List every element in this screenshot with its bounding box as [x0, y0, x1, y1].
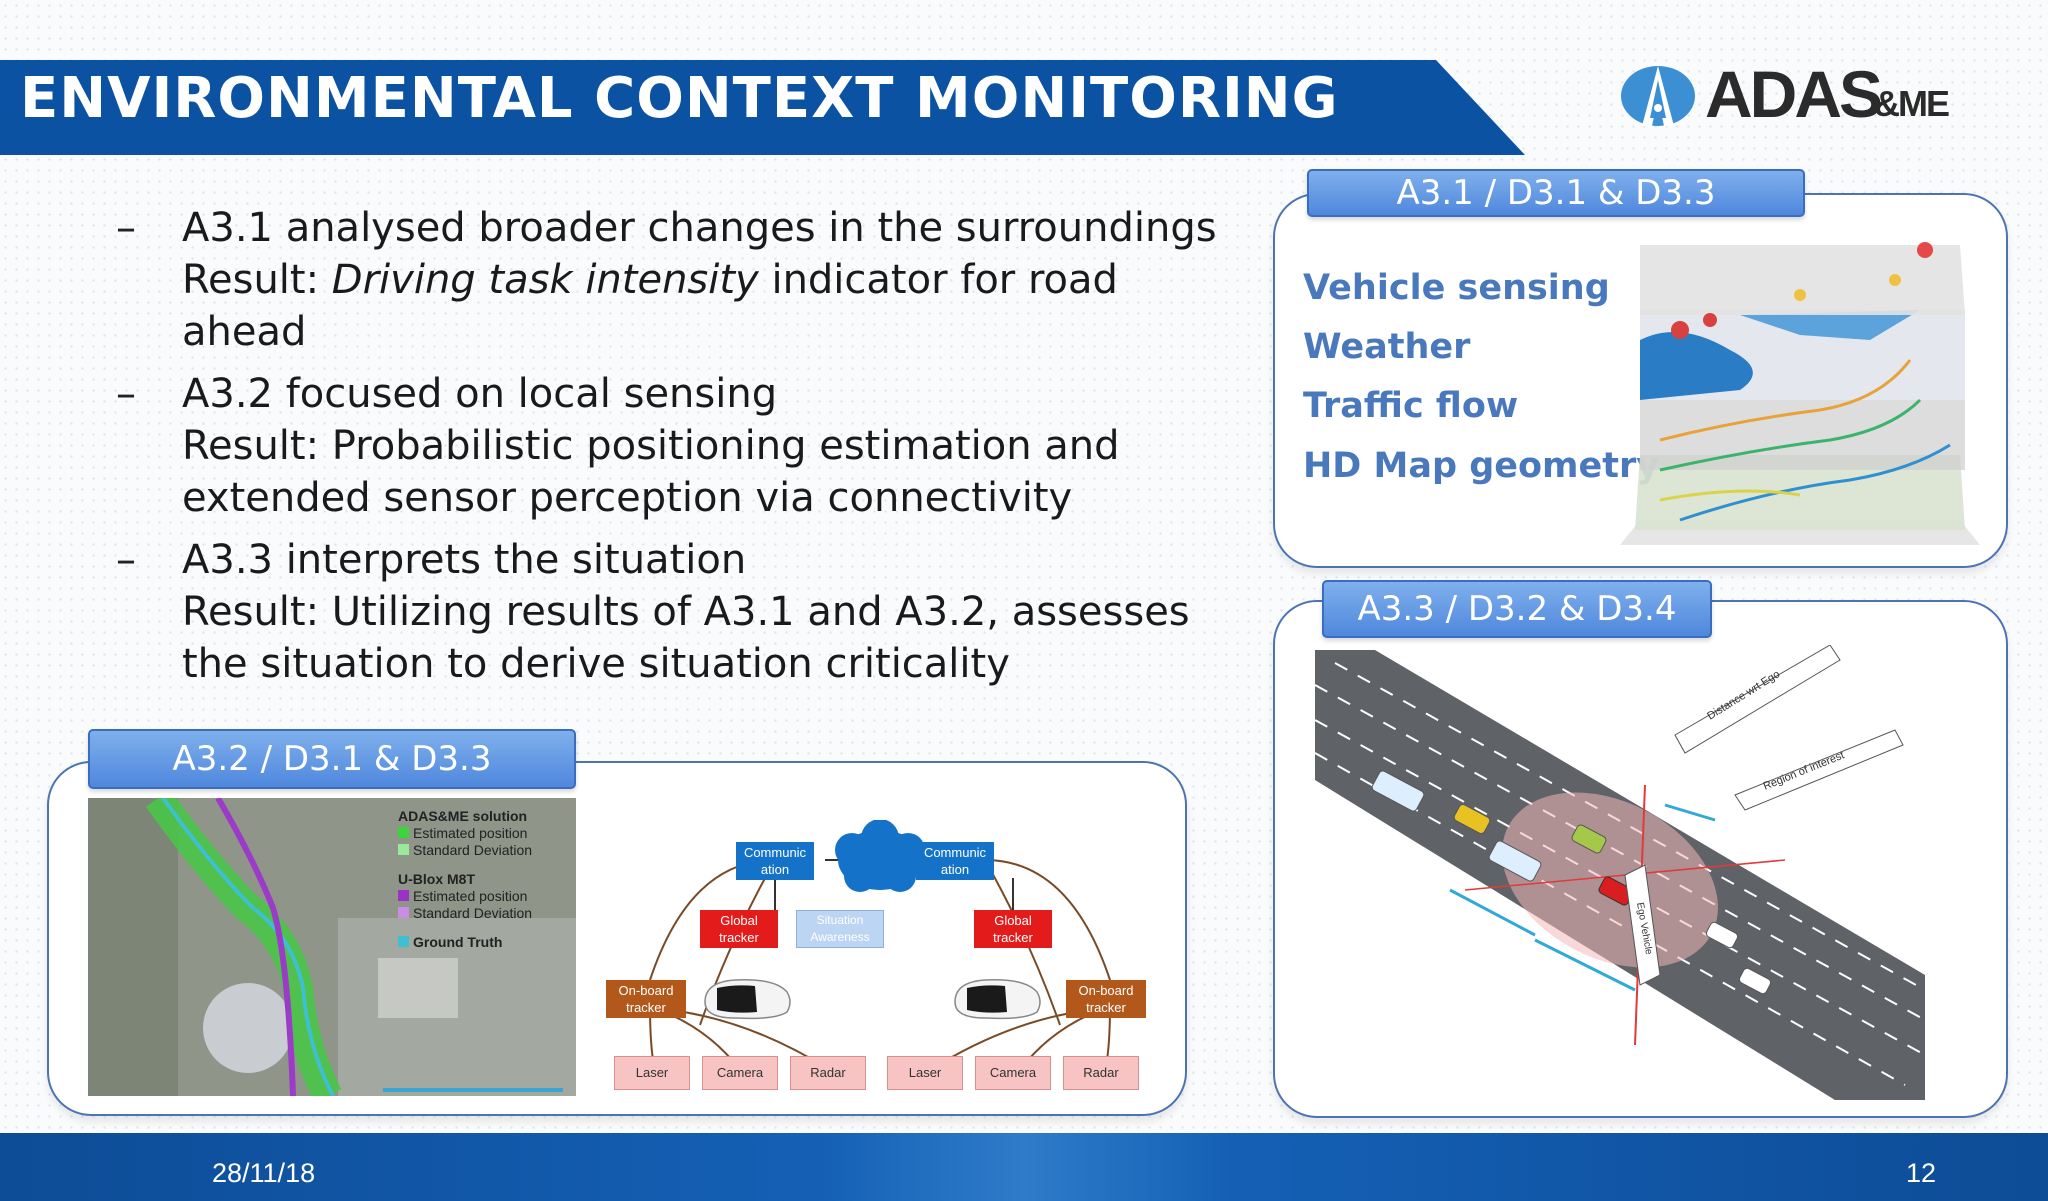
sensor-laser-left: Laser: [614, 1056, 690, 1090]
vehicle-icon: [1738, 967, 1772, 995]
positioning-map: [88, 798, 576, 1096]
communication-node-right: Communic ation: [916, 842, 994, 880]
map-legend: ADAS&ME solution Estimated position Stan…: [398, 808, 576, 951]
bullet-a32: – A3.2 focused on local sensing Result: …: [116, 368, 1216, 524]
sensor-radar-left: Radar: [790, 1056, 866, 1090]
footer-bar: [0, 1133, 2048, 1201]
road-scene-illustration: Distance wrt Ego Region of interest Ego …: [1315, 645, 1926, 1100]
bullet-line: A3.3 interprets the situation: [182, 537, 747, 583]
communication-node-left: Communic ation: [736, 842, 814, 880]
legend-group-title: ADAS&ME solution: [398, 808, 528, 824]
legend-item: Estimated position: [398, 888, 576, 905]
global-tracker-left: Global tracker: [700, 910, 778, 948]
page-number: 12: [1906, 1158, 1937, 1188]
bullet-line: Result: Probabilistic positioning estima…: [182, 423, 1120, 469]
legend-swatch: [398, 844, 409, 855]
legend-item-label: Estimated position: [413, 825, 528, 841]
logo-suffix: &ME: [1874, 83, 1950, 124]
legend-item: Standard Deviation: [398, 842, 576, 859]
layer-vehicle-sensing: Vehicle sensing: [1303, 268, 1610, 308]
bullet-line: the situation to derive situation critic…: [182, 641, 1010, 687]
layer-traffic-flow: Traffic flow: [1303, 386, 1519, 426]
bullet-line: ahead: [182, 309, 307, 355]
legend-item: Estimated position: [398, 825, 576, 842]
tab-a31: A3.1 / D3.1 & D3.3: [1307, 169, 1805, 217]
tab-a32: A3.2 / D3.1 & D3.3: [88, 729, 576, 789]
map-layers-illustration: [1620, 242, 1980, 545]
vehicle-icon: [1453, 803, 1491, 835]
legend-item-label: Ground Truth: [413, 934, 503, 950]
onboard-tracker-left: On-board tracker: [606, 980, 686, 1018]
bullet-line: A3.2 focused on local sensing: [182, 371, 778, 417]
bullet-line: Result: Utilizing results of A3.1 and A3…: [182, 589, 1190, 635]
legend-item-label: Standard Deviation: [413, 842, 533, 858]
vehicle-icon: [1571, 824, 1607, 854]
bullet-line: A3.1 analysed broader changes in the sur…: [182, 205, 1217, 251]
result-suffix: indicator for road: [758, 257, 1118, 303]
bullet-dash: –: [116, 537, 136, 583]
result-prefix: Result:: [182, 257, 332, 303]
logo-emblem-icon: [1621, 66, 1695, 126]
sensor-camera-right: Camera: [975, 1056, 1051, 1090]
onboard-tracker-right: On-board tracker: [1066, 980, 1146, 1018]
layer-weather: Weather: [1303, 327, 1471, 367]
cloud-icon: [835, 820, 925, 892]
layer-hd-map: HD Map geometry: [1303, 446, 1660, 486]
legend-swatch: [398, 936, 409, 947]
vehicle-icon: [1705, 921, 1739, 949]
tab-a33: A3.3 / D3.2 & D3.4: [1322, 580, 1712, 638]
situation-awareness-node: Situation Awareness: [796, 910, 884, 948]
adas-me-logo: ADAS &ME: [1620, 58, 1950, 130]
title-banner: [0, 60, 1525, 155]
logo-text: ADAS: [1705, 57, 1883, 131]
legend-item: Ground Truth: [398, 934, 576, 951]
bullet-dash: –: [116, 371, 136, 417]
bullet-a33: – A3.3 interprets the situation Result: …: [116, 534, 1216, 690]
sensor-laser-right: Laser: [887, 1056, 963, 1090]
vehicle-icon: [1371, 770, 1425, 812]
footer-date: 28/11/18: [212, 1158, 316, 1188]
bullet-line: extended sensor perception via connectiv…: [182, 475, 1073, 521]
legend-group-title: U-Blox M8T: [398, 871, 475, 887]
legend-swatch: [398, 827, 409, 838]
car-left-icon: [704, 979, 791, 1020]
legend-item: Standard Deviation: [398, 905, 576, 922]
car-right-icon: [954, 979, 1041, 1020]
bullet-line: Result: Driving task intensity indicator…: [182, 254, 1216, 306]
legend-item-label: Estimated position: [413, 888, 528, 904]
legend-swatch: [398, 907, 409, 918]
slide-title: ENVIRONMENTAL CONTEXT MONITORING: [20, 66, 1339, 131]
legend-swatch: [398, 890, 409, 901]
sensor-radar-right: Radar: [1063, 1056, 1139, 1090]
legend-item-label: Standard Deviation: [413, 905, 533, 921]
vehicle-icon: [1488, 840, 1542, 882]
bullet-dash: –: [116, 205, 136, 251]
sensor-camera-left: Camera: [702, 1056, 778, 1090]
bullet-list: – A3.1 analysed broader changes in the s…: [116, 202, 1217, 700]
bullet-a31: – A3.1 analysed broader changes in the s…: [116, 202, 1217, 358]
global-tracker-right: Global tracker: [974, 910, 1052, 948]
result-emphasis: Driving task intensity: [331, 257, 759, 303]
